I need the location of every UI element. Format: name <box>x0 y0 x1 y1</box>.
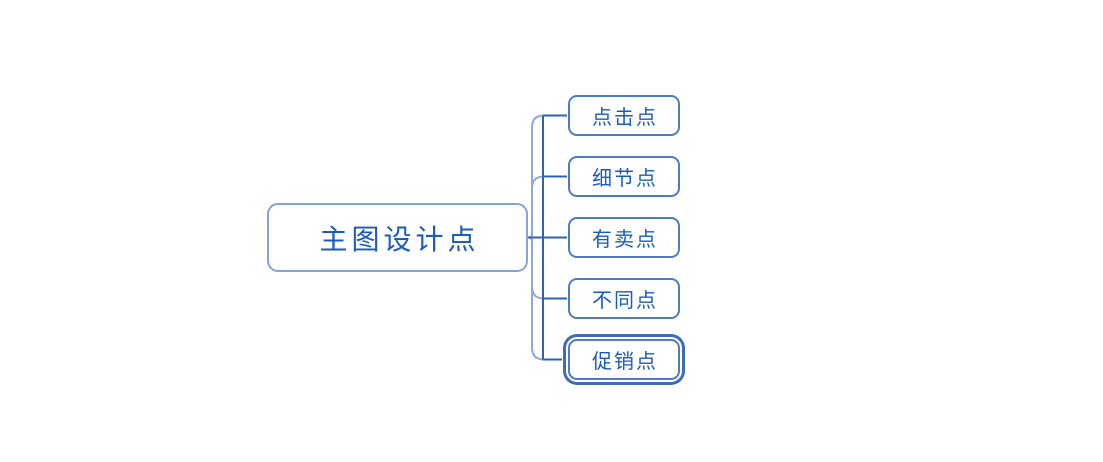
root-node-label: 主图设计点 <box>319 222 480 256</box>
root-node[interactable]: 主图设计点 <box>267 203 528 272</box>
child-node-label: 细节点 <box>592 166 658 190</box>
child-node-difference-point[interactable]: 不同点 <box>568 278 680 319</box>
branch-line-4 <box>528 236 566 300</box>
child-node-label: 有卖点 <box>592 227 658 251</box>
child-node-label: 促销点 <box>592 349 658 373</box>
child-node-detail-point[interactable]: 细节点 <box>568 156 680 197</box>
child-node-label: 点击点 <box>592 105 658 129</box>
child-node-click-point[interactable]: 点击点 <box>568 95 680 136</box>
child-node-selling-point[interactable]: 有卖点 <box>568 217 680 258</box>
child-node-label: 不同点 <box>592 288 658 312</box>
child-node-promotion-point-selected[interactable]: 促销点 <box>568 339 680 380</box>
branch-line-2 <box>528 175 566 239</box>
branch-line-5 <box>528 236 562 361</box>
branch-line-1 <box>528 114 566 239</box>
